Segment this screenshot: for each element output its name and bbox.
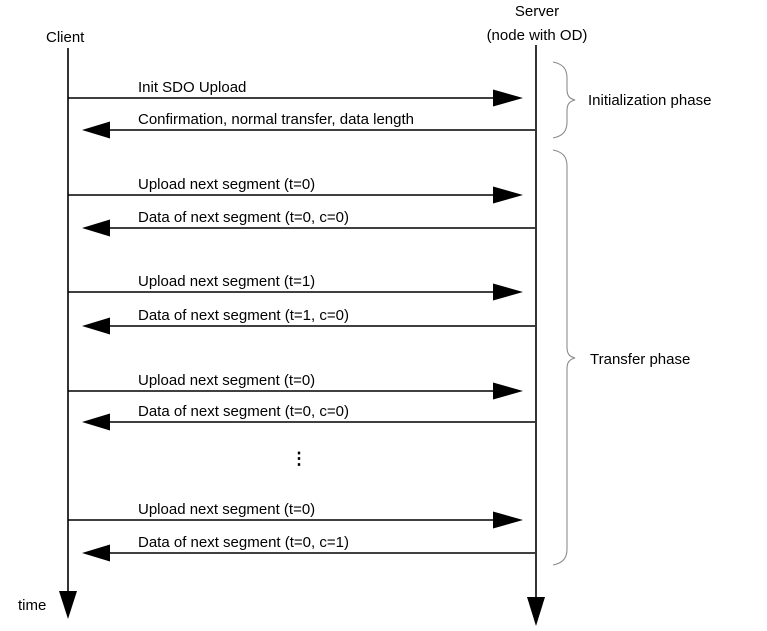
message-label: Upload next segment (t=1) — [138, 273, 315, 290]
message-init-sdo-upload: Init SDO Upload — [68, 79, 523, 107]
arrowhead-left-icon — [82, 121, 110, 139]
message-upload-segment-t1: Upload next segment (t=1) — [68, 273, 523, 301]
arrowhead-right-icon — [493, 382, 523, 400]
message-upload-segment-t0-a: Upload next segment (t=0) — [68, 176, 523, 204]
message-label: Upload next segment (t=0) — [138, 501, 315, 518]
client-time-arrowhead-icon — [59, 591, 77, 619]
message-upload-segment-t0-b: Upload next segment (t=0) — [68, 372, 523, 400]
server-time-arrowhead-icon — [527, 597, 545, 626]
arrowhead-left-icon — [82, 544, 110, 562]
message-label: Data of next segment (t=0, c=1) — [138, 534, 349, 551]
server-label-line2: (node with OD) — [487, 27, 588, 44]
server-label-line1: Server — [515, 3, 559, 20]
arrowhead-right-icon — [493, 283, 523, 301]
transfer-phase-label: Transfer phase — [590, 351, 690, 368]
time-label: time — [18, 597, 46, 614]
message-label: Upload next segment (t=0) — [138, 372, 315, 389]
arrowhead-left-icon — [82, 413, 110, 431]
repetition-ellipsis: ⋮ — [291, 449, 308, 468]
transfer-phase-brace — [552, 149, 576, 566]
message-label: Confirmation, normal transfer, data leng… — [138, 111, 414, 128]
message-label: Data of next segment (t=0, c=0) — [138, 209, 349, 226]
arrowhead-right-icon — [493, 511, 523, 529]
arrowhead-left-icon — [82, 219, 110, 237]
arrowhead-left-icon — [82, 317, 110, 335]
message-label: Data of next segment (t=0, c=0) — [138, 403, 349, 420]
arrowhead-right-icon — [493, 89, 523, 107]
message-label: Data of next segment (t=1, c=0) — [138, 307, 349, 324]
client-label: Client — [46, 29, 85, 46]
message-data-segment-t1c0: Data of next segment (t=1, c=0) — [82, 307, 535, 335]
message-confirmation: Confirmation, normal transfer, data leng… — [82, 111, 535, 139]
message-data-segment-t0c0-b: Data of next segment (t=0, c=0) — [82, 403, 535, 431]
initialization-phase-brace — [552, 61, 576, 139]
initialization-phase-label: Initialization phase — [588, 92, 711, 109]
message-data-segment-t0c0-a: Data of next segment (t=0, c=0) — [82, 209, 535, 237]
arrowhead-right-icon — [493, 186, 523, 204]
message-data-segment-t0c1: Data of next segment (t=0, c=1) — [82, 534, 535, 562]
message-label: Upload next segment (t=0) — [138, 176, 315, 193]
message-upload-segment-t0-c: Upload next segment (t=0) — [68, 501, 523, 529]
message-label: Init SDO Upload — [138, 79, 246, 96]
